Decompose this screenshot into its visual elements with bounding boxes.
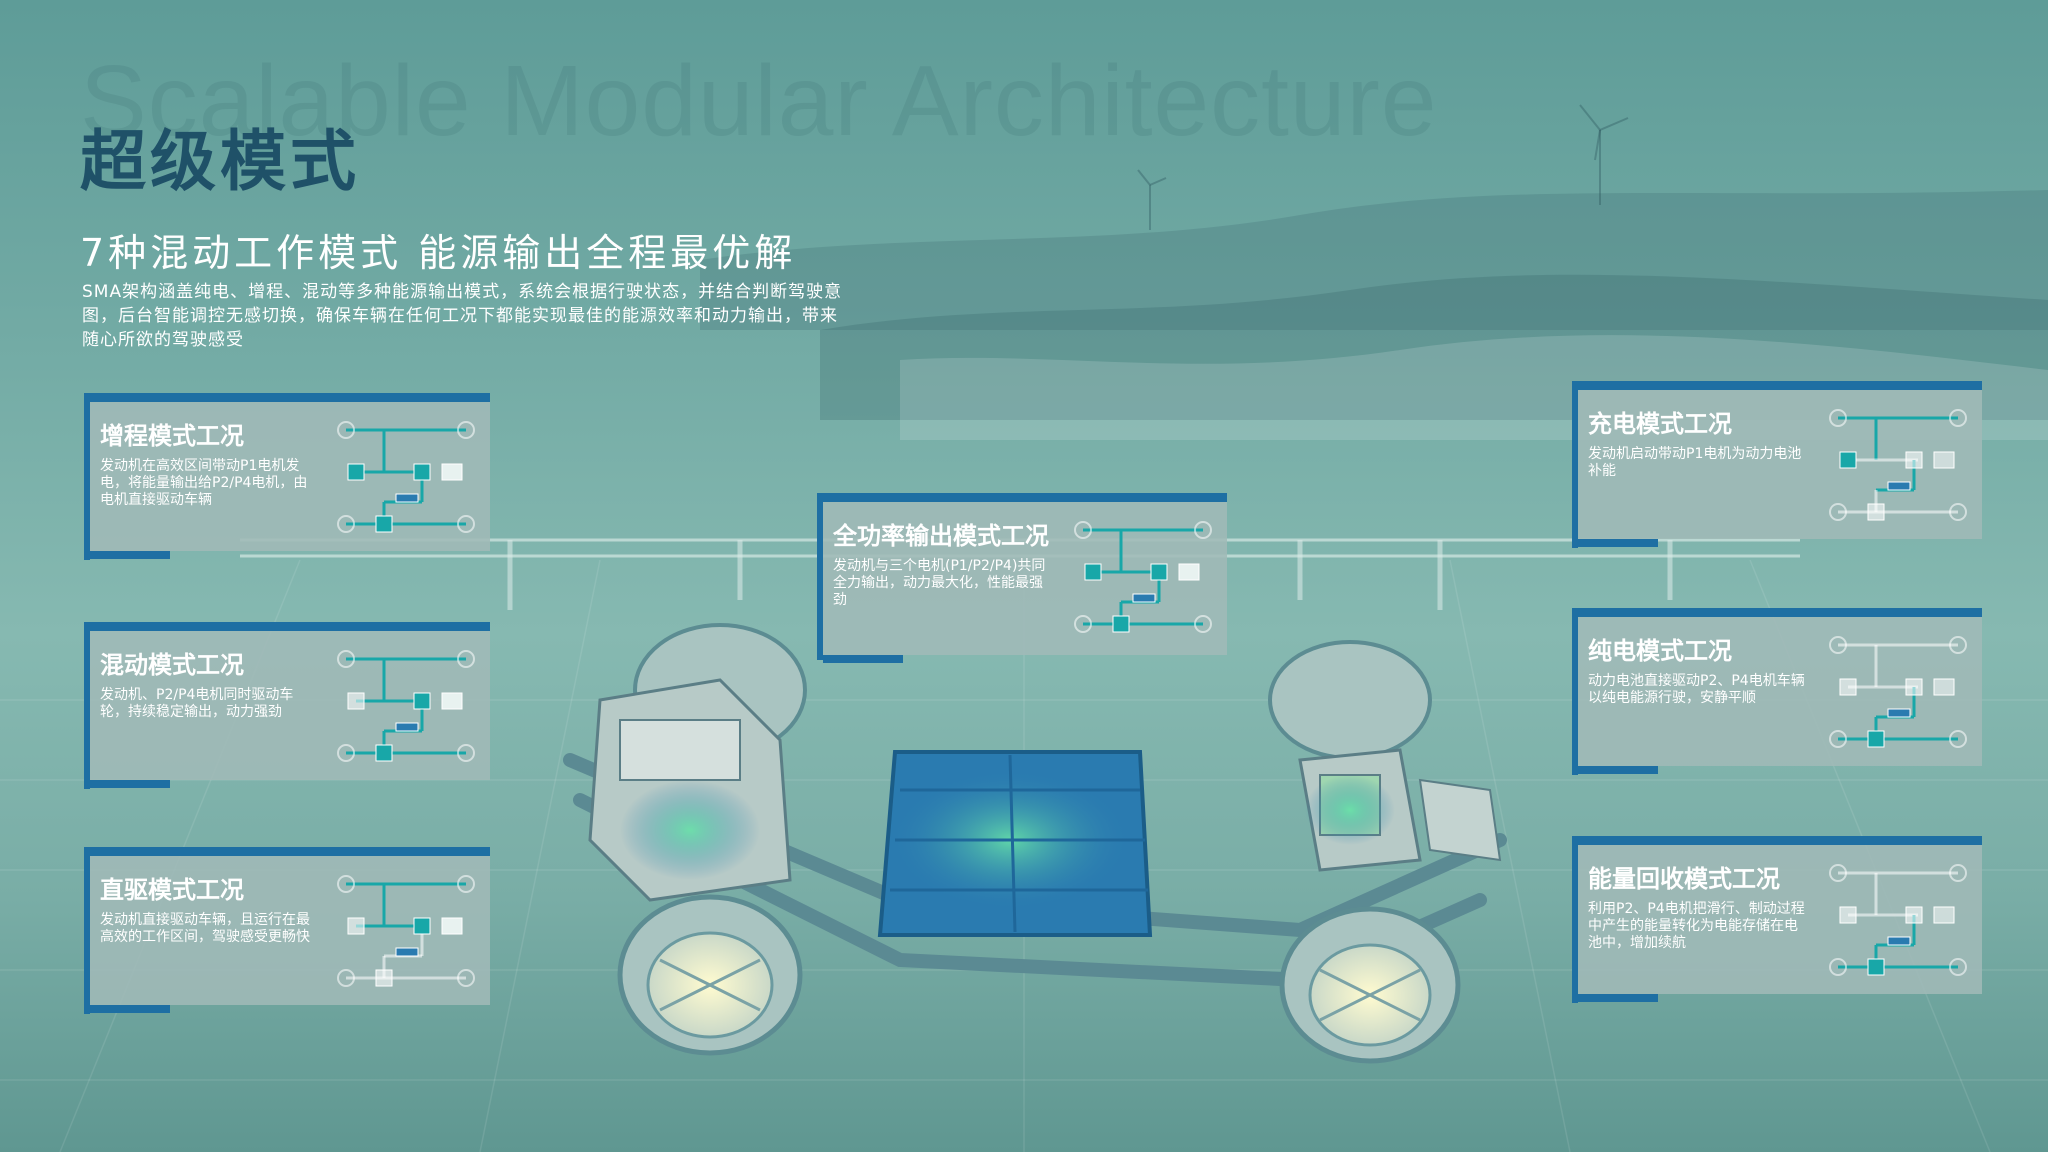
mode-card-direct-drive: 直驱模式工况 发动机直接驱动车辆，且运行在最高效的工作区间，驾驶感受更畅快 xyxy=(84,847,490,1014)
mode-card-title: 能量回收模式工况 xyxy=(1588,865,1780,893)
mode-card-text: 发动机在高效区间带动P1电机发电，将能量输出给P2/P4电机，由电机直接驱动车辆 xyxy=(100,458,308,508)
mode-card-title: 全功率输出模式工况 xyxy=(833,522,1049,550)
wheel-icon xyxy=(1829,730,1847,748)
wheel-icon xyxy=(1949,730,1967,748)
mode-card-range-extender: 增程模式工况 发动机在高效区间带动P1电机发电，将能量输出给P2/P4电机，由电… xyxy=(84,393,490,560)
mode-card-title: 混动模式工况 xyxy=(100,651,244,679)
wheel-icon xyxy=(457,744,475,762)
powertrain-diagram-icon xyxy=(1074,521,1212,633)
wheel-icon xyxy=(337,515,355,533)
page-description: SMA架构涵盖纯电、增程、混动等多种能源输出模式，系统会根据行驶状态，并结合判断… xyxy=(82,282,843,350)
motor-icon xyxy=(1839,906,1857,924)
engine-icon xyxy=(1933,678,1955,696)
page-subtitle: 7种混动工作模式 能源输出全程最优解 xyxy=(80,231,797,275)
motor-icon xyxy=(1905,451,1923,469)
engine-icon xyxy=(441,463,463,481)
motor-icon xyxy=(1867,958,1885,976)
mode-card-title: 增程模式工况 xyxy=(100,422,244,450)
engine-icon xyxy=(1933,451,1955,469)
wheel-icon xyxy=(1829,503,1847,521)
motor-icon xyxy=(1905,906,1923,924)
battery-icon xyxy=(1887,481,1911,491)
mode-card-charging: 充电模式工况 发动机启动带动P1电机为动力电池补能 xyxy=(1572,381,1982,548)
mode-card-hybrid: 混动模式工况 发动机、P2/P4电机同时驱动车轮，持续稳定输出，动力强劲 xyxy=(84,622,490,789)
mode-card-text: 动力电池直接驱动P2、P4电机车辆以纯电能源行驶，安静平顺 xyxy=(1588,673,1805,706)
mode-card-text: 发动机启动带动P1电机为动力电池补能 xyxy=(1588,446,1802,479)
wheel-icon xyxy=(337,875,355,893)
battery-icon xyxy=(395,947,419,957)
powertrain-diagram-icon xyxy=(337,875,475,987)
mode-card-title: 充电模式工况 xyxy=(1588,410,1732,438)
mode-card-text: 发动机与三个电机(P1/P2/P4)共同全力输出，动力最大化，性能最强劲 xyxy=(833,558,1046,608)
wheel-icon xyxy=(337,650,355,668)
mode-card-title: 纯电模式工况 xyxy=(1588,637,1732,665)
wheel-icon xyxy=(337,969,355,987)
motor-icon xyxy=(1867,503,1885,521)
wheel-icon xyxy=(1829,864,1847,882)
mode-card-text: 发动机直接驱动车辆，且运行在最高效的工作区间，驾驶感受更畅快 xyxy=(100,912,310,945)
powertrain-diagram-icon xyxy=(337,650,475,762)
mode-card-pure-electric: 纯电模式工况 动力电池直接驱动P2、P4电机车辆以纯电能源行驶，安静平顺 xyxy=(1572,608,1982,775)
motor-icon xyxy=(1839,678,1857,696)
powertrain-diagram-icon xyxy=(1829,864,1967,976)
motor-icon xyxy=(1867,730,1885,748)
wheel-icon xyxy=(337,421,355,439)
mode-card-title: 直驱模式工况 xyxy=(100,876,244,904)
battery-icon xyxy=(1887,936,1911,946)
mode-card-text: 发动机、P2/P4电机同时驱动车轮，持续稳定输出，动力强劲 xyxy=(100,687,294,720)
mode-card-energy-recovery: 能量回收模式工况 利用P2、P4电机把滑行、制动过程中产生的能量转化为电能存储在… xyxy=(1572,836,1982,1003)
motor-icon xyxy=(347,463,365,481)
mode-card-full-power: 全功率输出模式工况 发动机与三个电机(P1/P2/P4)共同全力输出，动力最大化… xyxy=(817,493,1227,663)
wheel-icon xyxy=(1949,636,1967,654)
motor-icon xyxy=(1112,615,1130,633)
wheel-icon xyxy=(457,969,475,987)
wheel-icon xyxy=(1949,409,1967,427)
battery-icon xyxy=(1887,708,1911,718)
wheel-icon xyxy=(1074,521,1092,539)
motor-icon xyxy=(375,744,393,762)
motor-icon xyxy=(413,692,431,710)
battery-icon xyxy=(395,493,419,503)
engine-icon xyxy=(441,692,463,710)
page-title: 超级模式 xyxy=(80,123,360,200)
wheel-icon xyxy=(1074,615,1092,633)
wheel-icon xyxy=(457,421,475,439)
wheel-icon xyxy=(1194,521,1212,539)
wheel-icon xyxy=(1949,503,1967,521)
powertrain-diagram-icon xyxy=(337,421,475,533)
motor-icon xyxy=(413,463,431,481)
motor-icon xyxy=(347,692,365,710)
wheel-icon xyxy=(1949,958,1967,976)
engine-icon xyxy=(1933,906,1955,924)
motor-icon xyxy=(375,515,393,533)
wheel-icon xyxy=(1829,958,1847,976)
motor-icon xyxy=(1905,678,1923,696)
mode-card-text: 利用P2、P4电机把滑行、制动过程中产生的能量转化为电能存储在电池中，增加续航 xyxy=(1588,901,1805,951)
watermark-text: Scalable Modular Architecture xyxy=(80,45,1438,157)
motor-icon xyxy=(1839,451,1857,469)
battery-icon xyxy=(1132,593,1156,603)
wheel-icon xyxy=(1829,409,1847,427)
motor-icon xyxy=(413,917,431,935)
motor-icon xyxy=(375,969,393,987)
wheel-icon xyxy=(337,744,355,762)
battery-icon xyxy=(395,722,419,732)
wheel-icon xyxy=(1194,615,1212,633)
motor-icon xyxy=(1084,563,1102,581)
wheel-icon xyxy=(457,875,475,893)
powertrain-diagram-icon xyxy=(1829,636,1967,748)
motor-icon xyxy=(347,917,365,935)
wheel-icon xyxy=(457,515,475,533)
motor-icon xyxy=(1150,563,1168,581)
wheel-icon xyxy=(1829,636,1847,654)
wheel-icon xyxy=(457,650,475,668)
powertrain-diagram-icon xyxy=(1829,409,1967,521)
wheel-icon xyxy=(1949,864,1967,882)
engine-icon xyxy=(441,917,463,935)
engine-icon xyxy=(1178,563,1200,581)
